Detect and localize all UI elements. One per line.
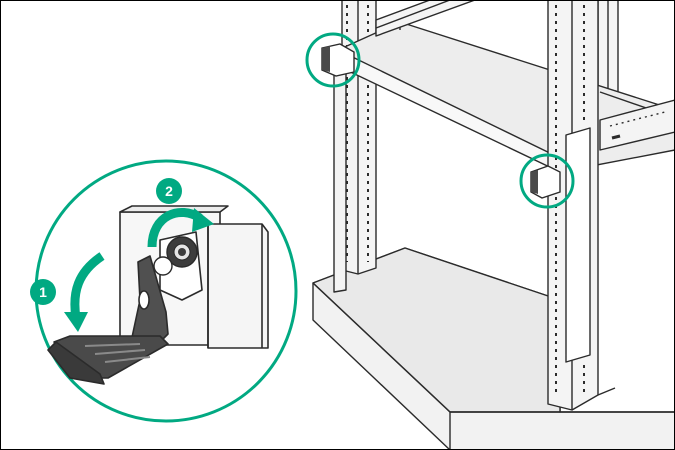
curved-arrow-icon	[64, 252, 105, 332]
step-1-label: 1	[39, 284, 47, 300]
rail-latch-right-callout	[519, 153, 575, 209]
rack-base	[312, 247, 675, 450]
step-badge-1: 1	[30, 279, 56, 305]
step-badge-2: 2	[156, 178, 182, 204]
detail-zoom-circle: 1 2	[30, 159, 298, 423]
rail-latch-top-callout	[305, 32, 361, 88]
rotate-arrow-icon	[147, 207, 214, 248]
rack-post-front-right	[547, 0, 616, 411]
rack-top	[375, 0, 476, 37]
latch-lever-icon	[47, 255, 169, 385]
step-2-label: 2	[165, 183, 173, 199]
thumbscrew-icon	[153, 236, 198, 276]
rack	[312, 0, 675, 450]
